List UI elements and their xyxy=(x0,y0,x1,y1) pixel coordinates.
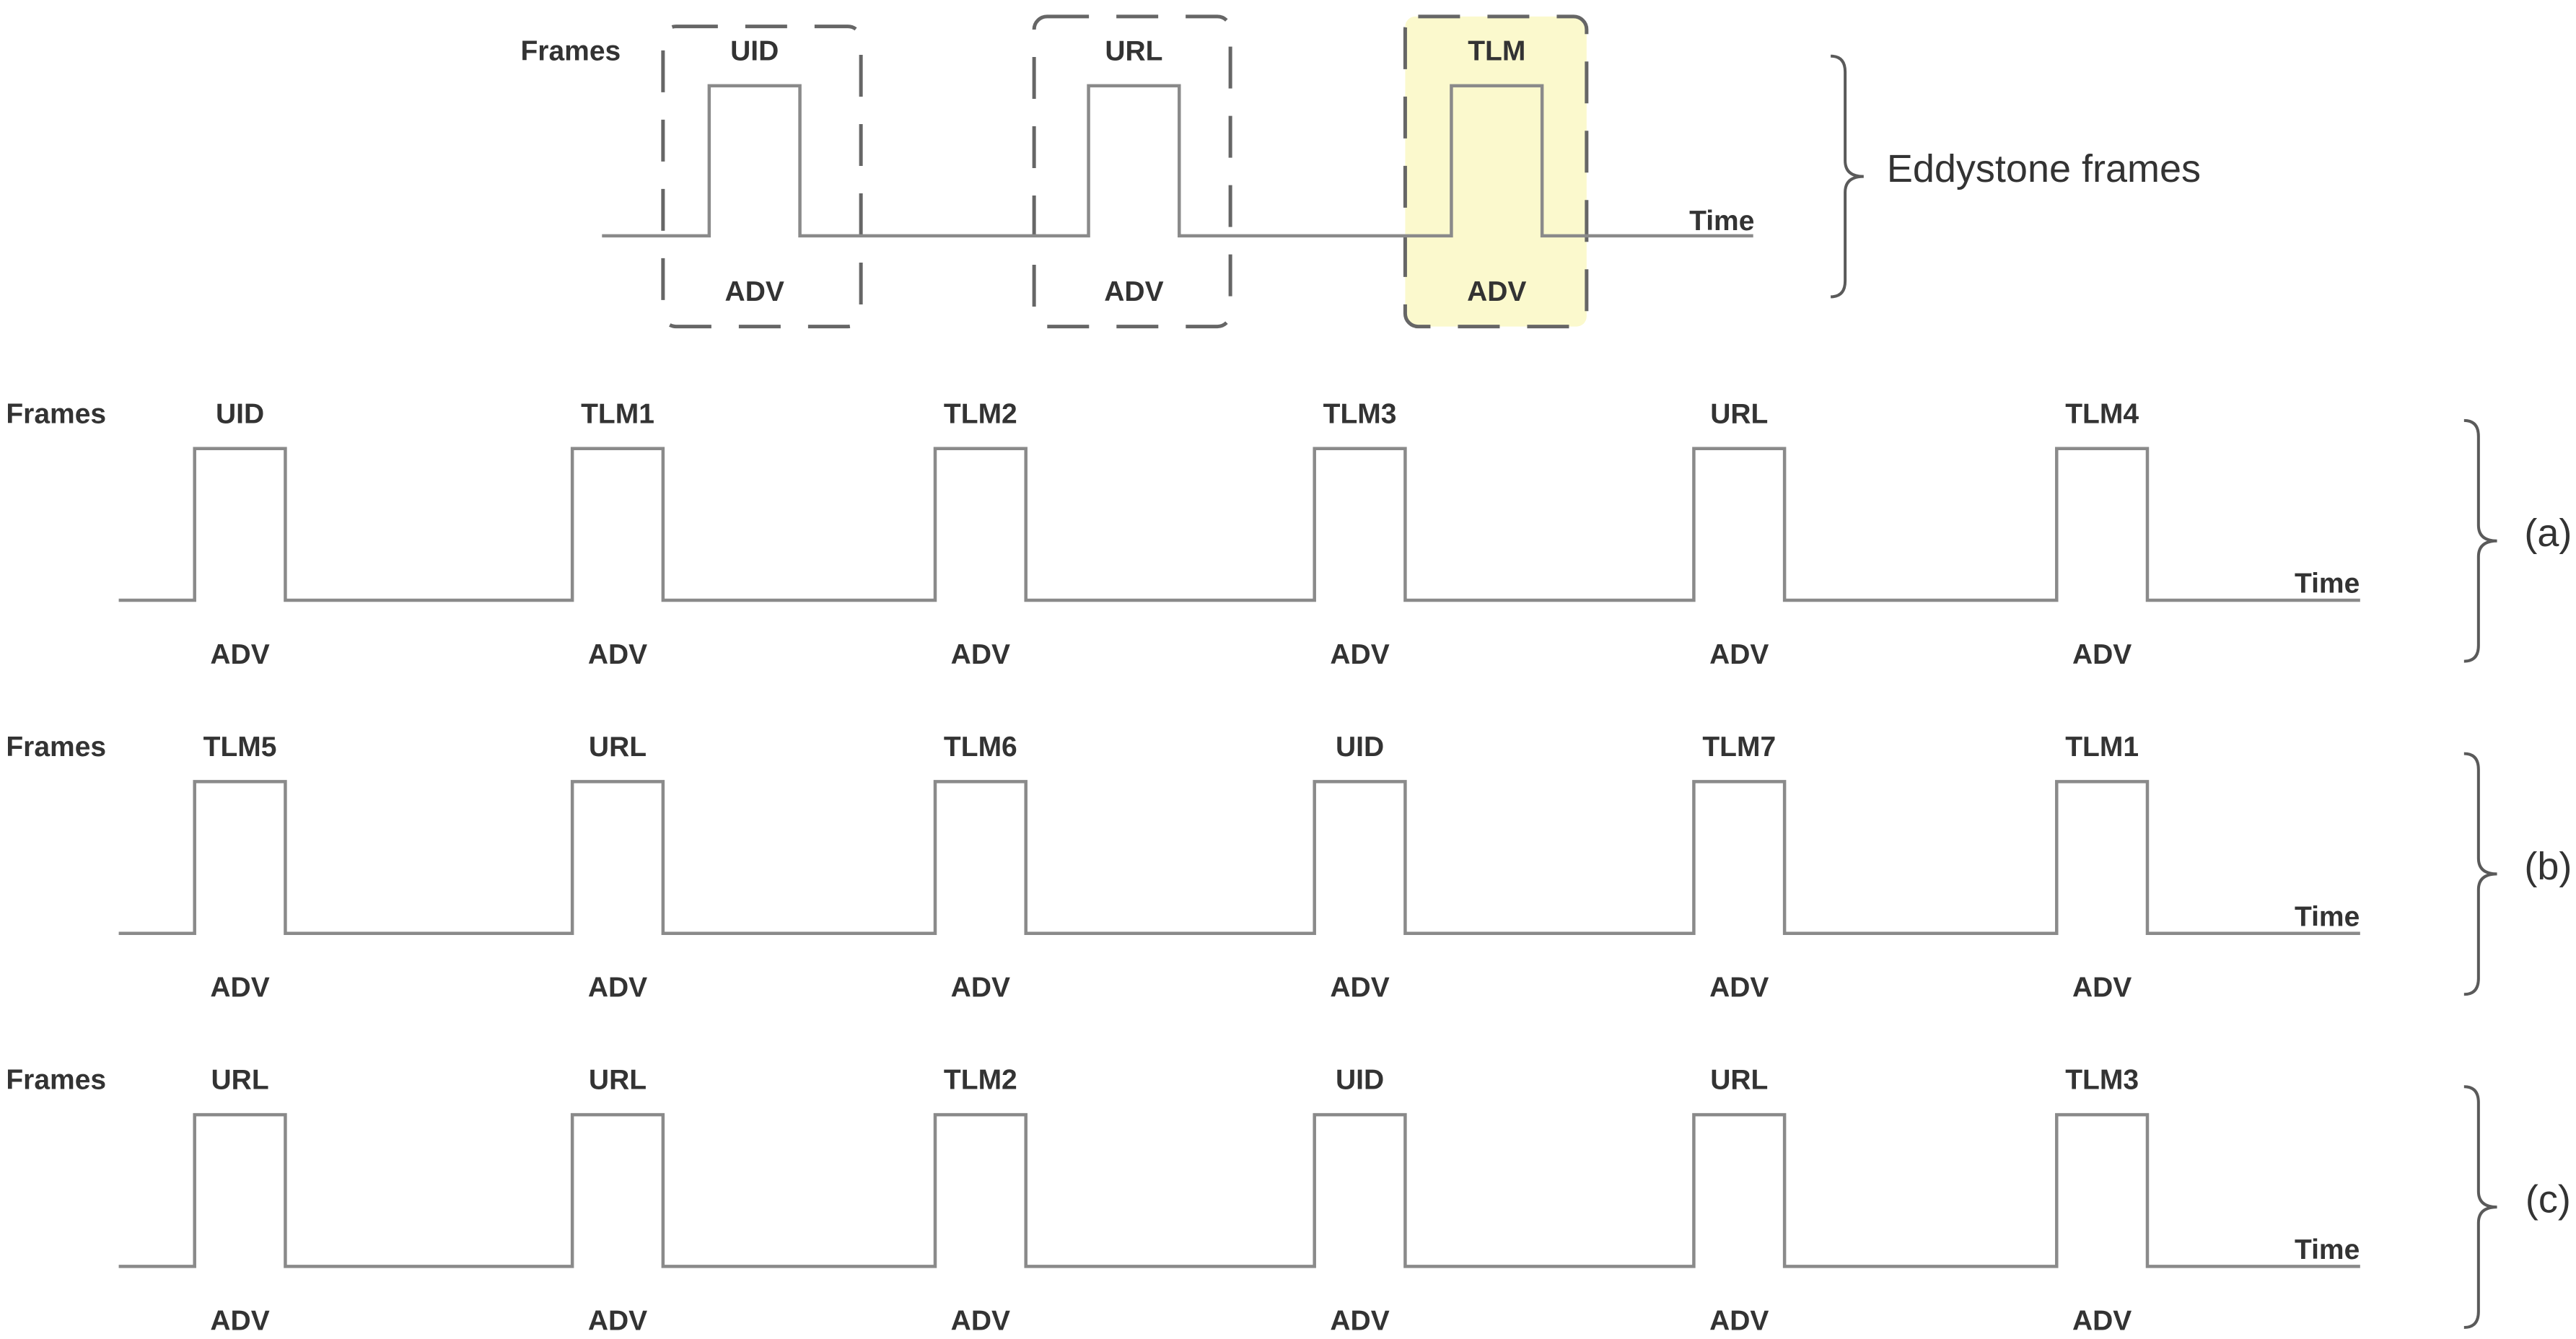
frames-label: Frames xyxy=(520,35,621,66)
adv-label: ADV xyxy=(2072,639,2132,670)
frame-name: URL xyxy=(1710,398,1768,429)
sequence-label: (c) xyxy=(2525,1178,2571,1221)
frame-box-tlm xyxy=(1403,14,1589,329)
adv-label: ADV xyxy=(588,1305,647,1336)
sequence-brace xyxy=(2463,418,2497,663)
time-label: Time xyxy=(2295,1234,2360,1265)
signal-line xyxy=(118,447,2360,602)
frame-name: UID xyxy=(1336,1065,1384,1096)
frame-name: TLM3 xyxy=(1323,398,1397,429)
sequence-label: (a) xyxy=(2524,512,2572,555)
sequence-brace xyxy=(2463,1085,2497,1329)
frame-name: URL xyxy=(589,1065,647,1096)
signal-line xyxy=(118,1112,2360,1268)
frame-name-url: URL xyxy=(1105,35,1162,66)
frame-name: URL xyxy=(211,1065,268,1096)
adv-label: ADV xyxy=(210,1305,269,1336)
adv-label: ADV xyxy=(951,639,1010,670)
adv-label: ADV xyxy=(725,276,784,307)
frame-name-uid: UID xyxy=(730,35,779,66)
frame-name: URL xyxy=(1710,1065,1768,1096)
adv-label: ADV xyxy=(1709,1305,1769,1336)
adv-label: ADV xyxy=(1104,276,1163,307)
frame-name: TLM1 xyxy=(581,398,654,429)
signal-line xyxy=(118,780,2360,935)
adv-label: ADV xyxy=(1709,973,1769,1004)
legend-signal-line xyxy=(602,84,1753,238)
frame-box-uid xyxy=(661,25,863,329)
adv-label: ADV xyxy=(2072,973,2132,1004)
frames-label: Frames xyxy=(6,398,106,429)
sequence-brace xyxy=(2463,752,2497,996)
frames-label: Frames xyxy=(6,732,106,763)
frame-box-url xyxy=(1032,14,1232,329)
time-label: Time xyxy=(2295,568,2360,600)
adv-label: ADV xyxy=(588,973,647,1004)
frame-name-tlm: TLM xyxy=(1468,35,1525,66)
frame-name: TLM5 xyxy=(203,732,277,763)
adv-label: ADV xyxy=(588,639,647,670)
frame-name: TLM4 xyxy=(2065,398,2139,429)
frame-name: TLM3 xyxy=(2065,1065,2139,1096)
frames-label: Frames xyxy=(6,1065,106,1096)
frame-name: URL xyxy=(589,732,647,763)
frame-name: UID xyxy=(1336,732,1384,763)
adv-label: ADV xyxy=(210,973,269,1004)
adv-label: ADV xyxy=(1709,639,1769,670)
adv-label: ADV xyxy=(1330,973,1389,1004)
eddystone-frames-brace xyxy=(1831,54,1864,299)
adv-label: ADV xyxy=(2072,1305,2132,1336)
adv-label: ADV xyxy=(1330,639,1389,670)
adv-label: ADV xyxy=(210,639,269,670)
eddystone-frames-title: Eddystone frames xyxy=(1887,147,2201,190)
frame-name: TLM2 xyxy=(944,398,1017,429)
frame-name: TLM1 xyxy=(2065,732,2139,763)
frame-name: TLM6 xyxy=(944,732,1017,763)
frame-name: TLM7 xyxy=(1702,732,1776,763)
adv-label: ADV xyxy=(951,1305,1010,1336)
frame-sequences: FramesTimeUIDADVTLM1ADVTLM2ADVTLM3ADVURL… xyxy=(6,398,2572,1336)
time-label: Time xyxy=(1689,206,1754,237)
adv-label: ADV xyxy=(1330,1305,1389,1336)
frame-name: UID xyxy=(216,398,264,429)
adv-label: ADV xyxy=(951,973,1010,1004)
sequence-label: (b) xyxy=(2524,845,2572,888)
adv-label: ADV xyxy=(1467,276,1526,307)
frame-name: TLM2 xyxy=(944,1065,1017,1096)
time-label: Time xyxy=(2295,901,2360,932)
